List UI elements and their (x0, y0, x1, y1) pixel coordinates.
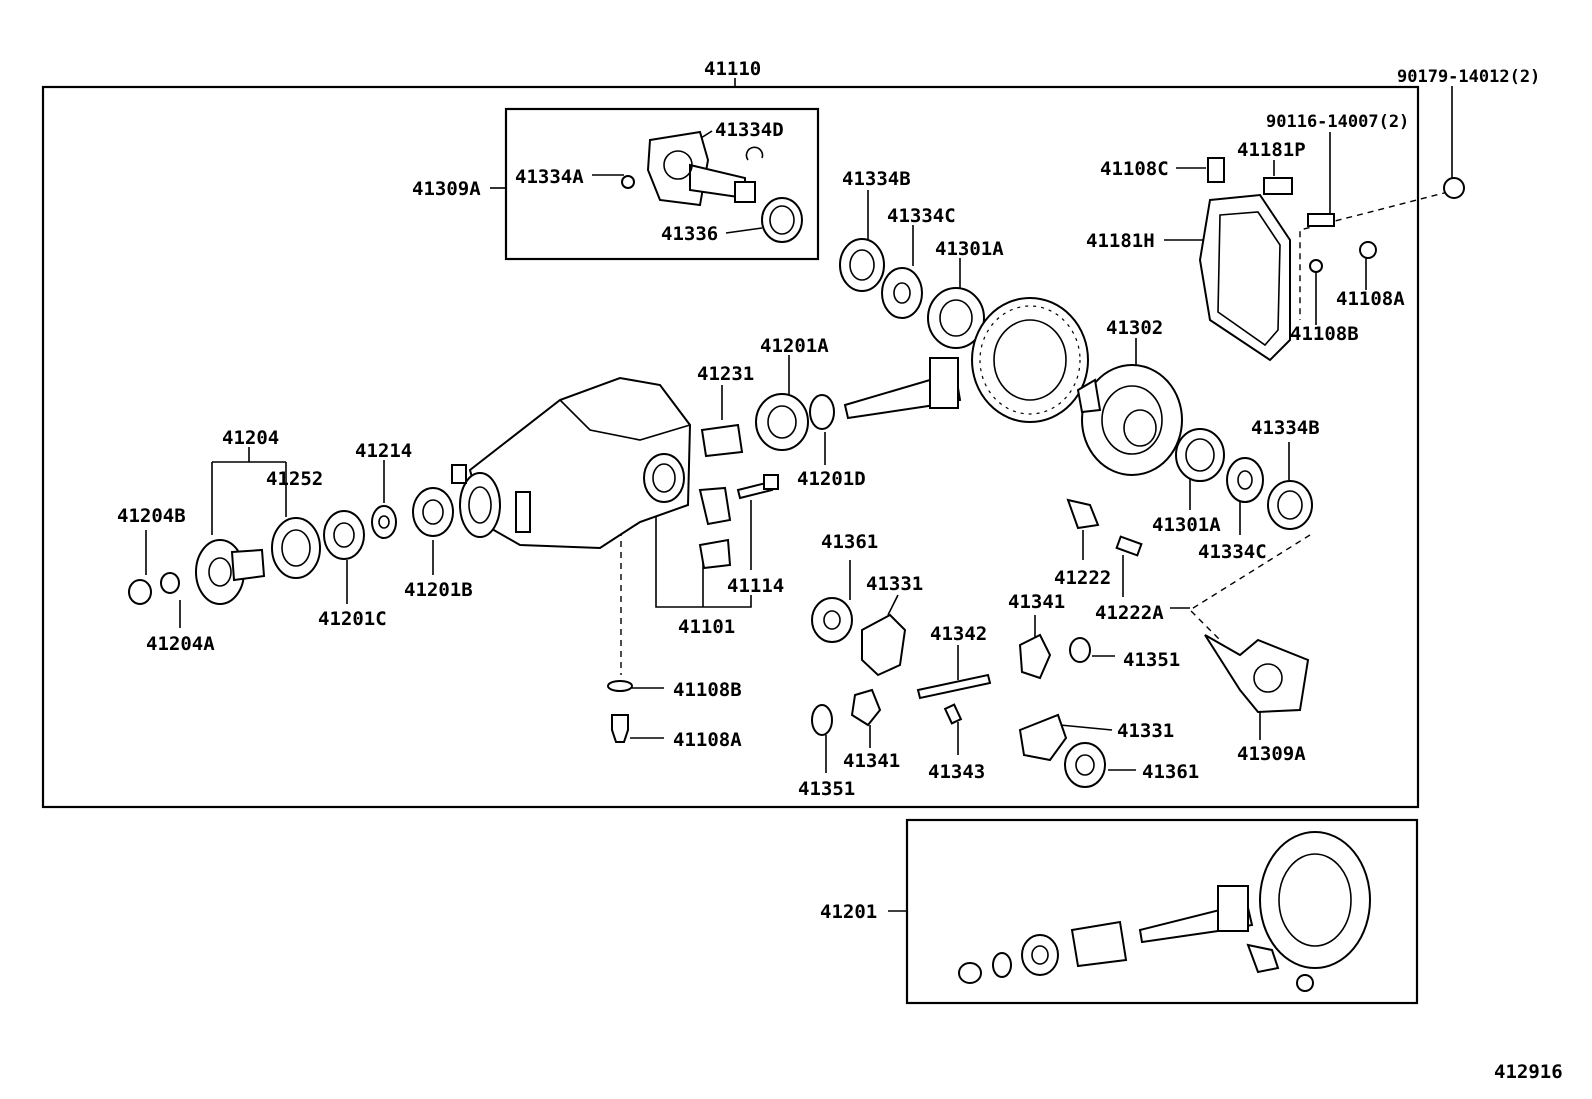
label-41309A-right[interactable]: 41309A (1237, 743, 1306, 765)
label-90116-14007[interactable]: 90116-14007(2) (1266, 112, 1409, 132)
label-41201B[interactable]: 41201B (404, 579, 473, 601)
front-flange-drawing (128, 487, 454, 605)
label-41334B-right[interactable]: 41334B (1251, 417, 1320, 439)
label-41181P[interactable]: 41181P (1237, 139, 1306, 161)
label-41108C[interactable]: 41108C (1100, 158, 1169, 180)
main-assembly-frame (41, 85, 1420, 809)
label-41231[interactable]: 41231 (697, 363, 754, 385)
label-41351-right[interactable]: 41351 (1123, 649, 1180, 671)
part-drawings (128, 130, 1465, 992)
companion-flange-inset-frame (504, 107, 820, 261)
right-bearings-drawing (1175, 428, 1313, 530)
upper-bearings-drawing (839, 238, 985, 349)
label-41334C-upper[interactable]: 41334C (887, 205, 956, 227)
label-41331-upper[interactable]: 41331 (866, 573, 923, 595)
label-41214[interactable]: 41214 (355, 440, 412, 462)
ring-pinion-inset-drawing (958, 831, 1371, 992)
label-41342[interactable]: 41342 (930, 623, 987, 645)
label-41101[interactable]: 41101 (678, 616, 735, 638)
label-41301A-right[interactable]: 41301A (1152, 514, 1221, 536)
diff-gears-drawing (811, 597, 1106, 788)
label-41334D[interactable]: 41334D (715, 119, 784, 141)
label-41204[interactable]: 41204 (222, 427, 279, 449)
label-41351-lower[interactable]: 41351 (798, 778, 855, 800)
label-41341-upper[interactable]: 41341 (1008, 591, 1065, 613)
label-90179-14012[interactable]: 90179-14012(2) (1397, 67, 1540, 87)
label-41331-lower[interactable]: 41331 (1117, 720, 1174, 742)
ring-gear-drawing (843, 297, 1089, 423)
label-41343[interactable]: 41343 (928, 761, 985, 783)
rear-cover-drawing (1198, 157, 1465, 362)
label-41201D[interactable]: 41201D (797, 468, 866, 490)
label-41341-lower[interactable]: 41341 (843, 750, 900, 772)
label-41334C-right[interactable]: 41334C (1198, 541, 1267, 563)
differential-case-drawing (1076, 364, 1183, 476)
label-41201C[interactable]: 41201C (318, 608, 387, 630)
label-41201[interactable]: 41201 (820, 901, 877, 923)
label-41204B[interactable]: 41204B (117, 505, 186, 527)
label-41252[interactable]: 41252 (266, 468, 323, 490)
label-41181H[interactable]: 41181H (1086, 230, 1155, 252)
label-41108A-upper-right[interactable]: 41108A (1336, 288, 1405, 310)
bearing-cap-drawing (698, 474, 779, 570)
label-41222[interactable]: 41222 (1054, 567, 1111, 589)
leader-lines (145, 78, 1453, 912)
pinion-bearing-drawing (700, 393, 835, 458)
label-41108B-lower[interactable]: 41108B (673, 679, 742, 701)
label-41201A[interactable]: 41201A (760, 335, 829, 357)
label-41110[interactable]: 41110 (704, 58, 761, 80)
label-41336[interactable]: 41336 (661, 223, 718, 245)
carrier-housing-drawing (451, 376, 692, 550)
figure-id: 412916 (1494, 1061, 1563, 1083)
label-41302[interactable]: 41302 (1106, 317, 1163, 339)
label-41334B-upper[interactable]: 41334B (842, 168, 911, 190)
part-labels: 41110 90179-14012(2) 90116-14007(2) 4133… (117, 58, 1563, 1083)
label-41204A[interactable]: 41204A (146, 633, 215, 655)
companion-flange-inset-drawing (621, 130, 803, 243)
label-41222A[interactable]: 41222A (1095, 602, 1164, 624)
label-41334A[interactable]: 41334A (515, 166, 584, 188)
label-41309A-inset[interactable]: 41309A (412, 178, 481, 200)
plug-drawing (607, 680, 633, 743)
label-41301A-upper[interactable]: 41301A (935, 238, 1004, 260)
rear-flange-drawing (1066, 498, 1310, 714)
label-41114[interactable]: 41114 (727, 575, 784, 597)
label-41108B-upper-right[interactable]: 41108B (1290, 323, 1359, 345)
label-41108A-lower[interactable]: 41108A (673, 729, 742, 751)
label-41361-upper[interactable]: 41361 (821, 531, 878, 553)
label-41361-lower[interactable]: 41361 (1142, 761, 1199, 783)
